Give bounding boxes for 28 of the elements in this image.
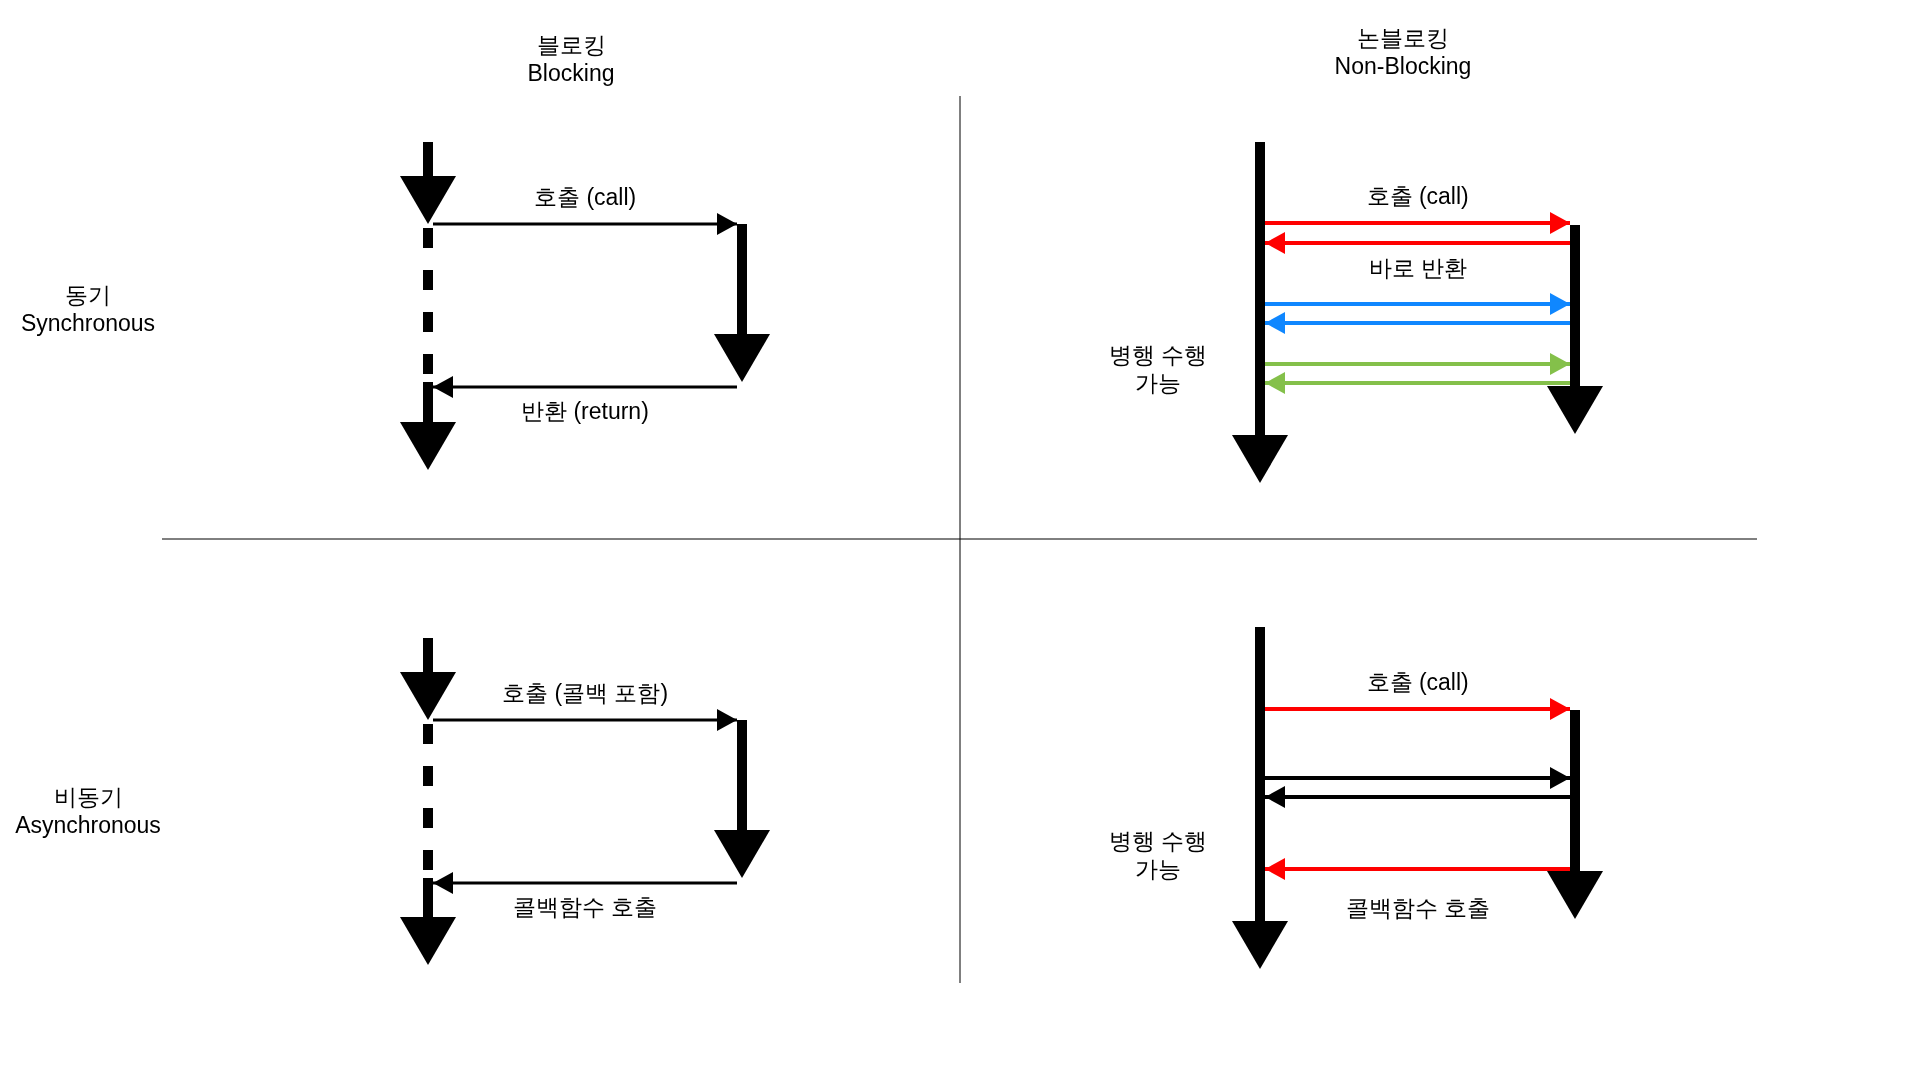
timeline-arrow <box>714 224 770 382</box>
arrow <box>1265 767 1570 789</box>
timeline-arrow <box>714 720 770 878</box>
arrow <box>1265 212 1570 234</box>
timeline-arrow <box>1232 627 1288 969</box>
timeline-arrow <box>1547 225 1603 434</box>
arrow <box>433 213 737 235</box>
timeline-arrow <box>1547 710 1603 919</box>
column-heading: 블로킹 Blocking <box>526 32 616 88</box>
arrow <box>433 709 737 731</box>
timeline-arrow <box>400 142 456 470</box>
side-note: 병행 수행 가능 <box>1107 828 1209 884</box>
arrow <box>433 872 737 894</box>
arrow <box>1265 353 1570 375</box>
arrow <box>1265 698 1570 720</box>
column-heading: 논블로킹 Non-Blocking <box>1333 25 1473 81</box>
row-heading: 비동기 Asynchronous <box>14 784 162 840</box>
arrow <box>1265 372 1570 394</box>
row-heading: 동기 Synchronous <box>19 282 157 338</box>
arrow <box>1265 312 1570 334</box>
arrow <box>433 376 737 398</box>
timeline-arrow <box>1232 142 1288 483</box>
side-note: 병행 수행 가능 <box>1107 342 1209 398</box>
timeline-arrow <box>400 638 456 965</box>
arrow <box>1265 858 1570 880</box>
arrow <box>1265 232 1570 254</box>
arrow <box>1265 293 1570 315</box>
arrow <box>1265 786 1570 808</box>
